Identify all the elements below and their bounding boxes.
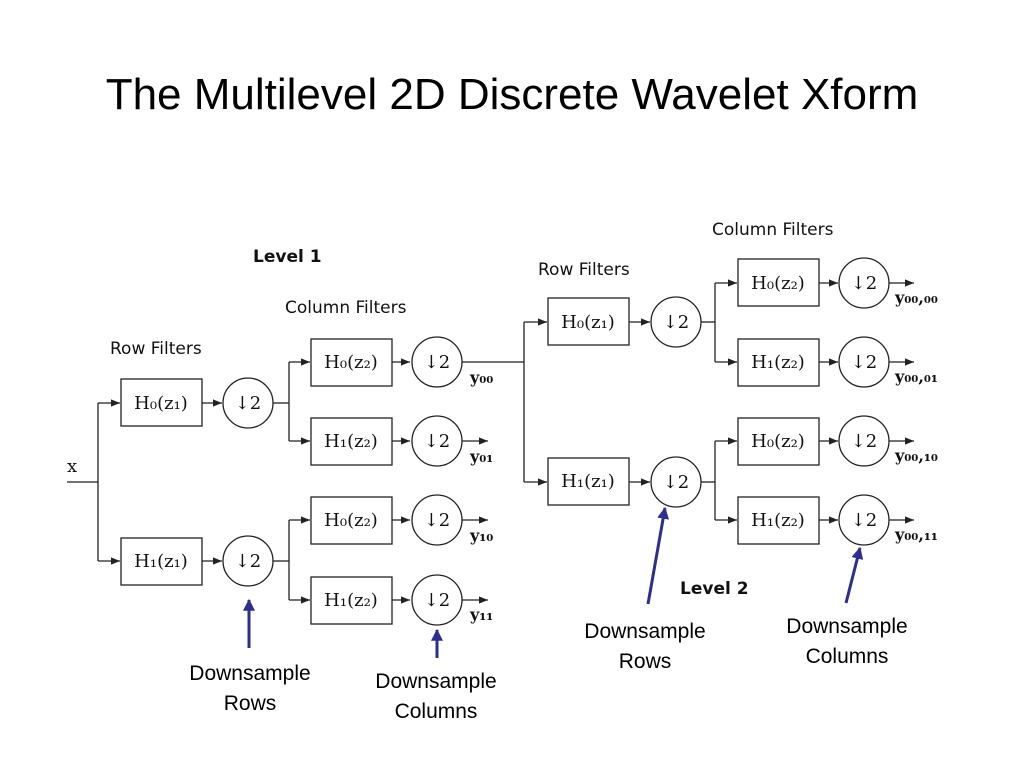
row-filters-label-l1: Row Filters: [110, 339, 202, 359]
svg-text:H₀(z₂): H₀(z₂): [324, 510, 378, 531]
svg-text:↓2: ↓2: [663, 312, 690, 333]
svg-text:↓2: ↓2: [424, 431, 451, 452]
level1-label: Level 1: [253, 247, 322, 267]
svg-text:H₀(z₁): H₀(z₁): [134, 393, 188, 414]
downsample-row-l1-top: ↓2: [222, 377, 274, 429]
filter-h1-z2-l2-a: H₁(z₂): [737, 338, 820, 387]
arrow-downsample-columns-l2: [844, 546, 864, 604]
svg-text:↓2: ↓2: [851, 510, 878, 531]
svg-text:H₁(z₂): H₁(z₂): [751, 352, 805, 373]
column-filters-label-l1: Column Filters: [285, 298, 407, 318]
svg-text:↓2: ↓2: [424, 352, 451, 373]
svg-text:Rows: Rows: [619, 650, 672, 673]
svg-text:↓2: ↓2: [424, 510, 451, 531]
annotation-downsample-rows-l1: Downsample Rows: [189, 662, 310, 715]
output-y00-10: y₀₀,₁₀: [894, 446, 938, 465]
svg-text:H₁(z₂): H₁(z₂): [324, 431, 378, 452]
output-y10: y₁₀: [469, 526, 493, 545]
output-y00-11: y₀₀,₁₁: [894, 525, 938, 544]
svg-text:Downsample: Downsample: [375, 670, 496, 693]
input-x-label: x: [67, 456, 77, 477]
svg-text:↓2: ↓2: [235, 393, 262, 414]
level2-column-wires: [701, 279, 737, 524]
svg-text:H₀(z₂): H₀(z₂): [324, 352, 378, 373]
arrow-downsample-rows-l2: [646, 506, 670, 605]
filter-h1-z2-l2-b: H₁(z₂): [737, 496, 820, 545]
level2-label: Level 2: [680, 579, 749, 599]
filter-h1-z2-l1-b: H₁(z₂): [310, 576, 393, 625]
downsample-col-l1-2: ↓2: [411, 415, 463, 467]
svg-text:Downsample: Downsample: [584, 620, 705, 643]
output-y00-00: y₀₀,₀₀: [894, 288, 938, 307]
downsample-row-l1-bottom: ↓2: [222, 535, 274, 587]
downsample-col-l1-3: ↓2: [411, 494, 463, 546]
filter-h0-z1-level1: H₀(z₁): [120, 378, 203, 427]
output-y00-01: y₀₀,₀₁: [894, 367, 938, 386]
filter-h0-z2-l2-a: H₀(z₂): [737, 258, 820, 307]
svg-text:↓2: ↓2: [851, 352, 878, 373]
annotation-downsample-columns-l2: Downsample Columns: [786, 615, 907, 668]
svg-text:Downsample: Downsample: [189, 662, 310, 685]
downsample-col-l2-3: ↓2: [838, 415, 890, 467]
svg-text:Columns: Columns: [806, 645, 889, 668]
filter-h0-z2-l2-b: H₀(z₂): [737, 417, 820, 466]
downsample-col-l2-2: ↓2: [838, 336, 890, 388]
downsample-row-l2-top: ↓2: [650, 296, 702, 348]
output-y11: y₁₁: [469, 605, 493, 624]
svg-text:Columns: Columns: [395, 700, 478, 723]
annotation-downsample-columns-l1: Downsample Columns: [375, 670, 496, 723]
svg-text:↓2: ↓2: [851, 431, 878, 452]
svg-text:H₀(z₂): H₀(z₂): [751, 431, 805, 452]
svg-text:Downsample: Downsample: [786, 615, 907, 638]
level2-input-wires: [462, 318, 547, 486]
svg-text:H₀(z₁): H₀(z₁): [561, 312, 615, 333]
downsample-col-l1-4: ↓2: [411, 574, 463, 626]
svg-text:H₀(z₂): H₀(z₂): [751, 273, 805, 294]
filter-h1-z1-level1: H₁(z₁): [120, 537, 203, 586]
slide-title: The Multilevel 2D Discrete Wavelet Xform: [105, 70, 919, 119]
downsample-col-l2-1: ↓2: [838, 257, 890, 309]
level1-column-wires: [273, 358, 310, 604]
svg-text:H₁(z₂): H₁(z₂): [751, 510, 805, 531]
row-filters-label-l2: Row Filters: [538, 260, 630, 280]
downsample-col-l1-1: ↓2: [411, 336, 463, 388]
svg-text:H₁(z₂): H₁(z₂): [324, 590, 378, 611]
downsample-row-l2-bottom: ↓2: [650, 456, 702, 508]
svg-text:Rows: Rows: [224, 692, 277, 715]
filter-h0-z2-l1-b: H₀(z₂): [310, 496, 393, 545]
svg-text:↓2: ↓2: [235, 551, 262, 572]
filter-h0-z2-l1-a: H₀(z₂): [310, 338, 393, 387]
output-y00: y₀₀: [469, 368, 493, 387]
filter-h1-z1-level2: H₁(z₁): [547, 457, 630, 506]
svg-text:↓2: ↓2: [424, 590, 451, 611]
svg-text:↓2: ↓2: [663, 472, 690, 493]
input-wires: [67, 399, 120, 565]
output-y01: y₀₁: [469, 447, 493, 466]
svg-text:H₁(z₁): H₁(z₁): [561, 471, 615, 492]
column-filters-label-l2: Column Filters: [712, 220, 834, 240]
annotation-downsample-rows-l2: Downsample Rows: [584, 620, 705, 673]
downsample-col-l2-4: ↓2: [838, 494, 890, 546]
svg-text:H₁(z₁): H₁(z₁): [134, 551, 188, 572]
filter-h0-z1-level2: H₀(z₁): [547, 297, 630, 346]
filter-h1-z2-l1-a: H₁(z₂): [310, 417, 393, 466]
svg-text:↓2: ↓2: [851, 273, 878, 294]
